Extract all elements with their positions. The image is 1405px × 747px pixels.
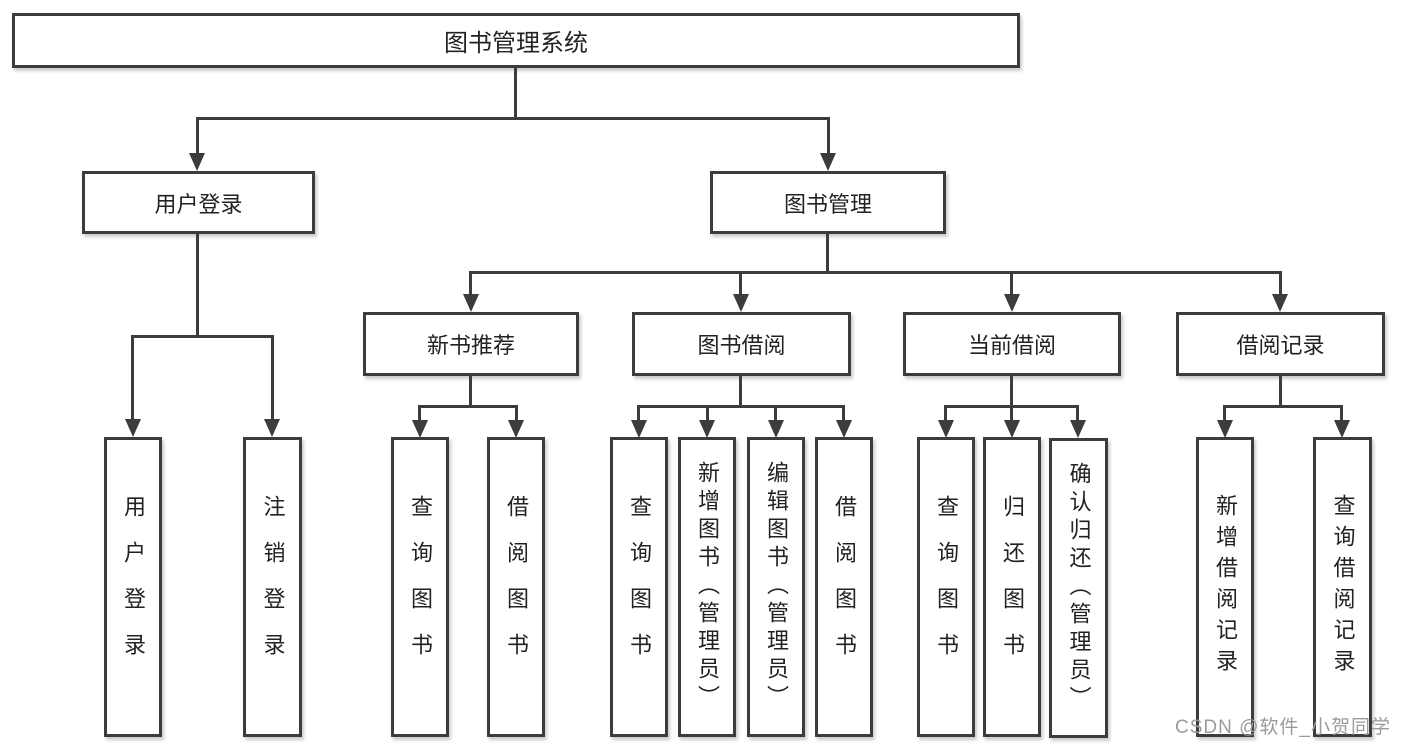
- node-logout-action: 注销登录: [243, 437, 302, 737]
- arrow-down-icon: [733, 294, 749, 312]
- arrow-down-icon: [125, 419, 141, 437]
- connector-line: [739, 271, 742, 295]
- connector-line: [469, 271, 472, 295]
- connector-line: [514, 68, 517, 120]
- arrow-down-icon: [508, 420, 524, 438]
- connector-line: [131, 335, 274, 338]
- connector-line: [418, 405, 421, 421]
- connector-line: [271, 335, 274, 420]
- connector-line: [944, 405, 947, 421]
- connector-line: [1279, 376, 1282, 407]
- arrow-down-icon: [1070, 420, 1086, 438]
- arrow-down-icon: [768, 420, 784, 438]
- csdn-watermark: CSDN @软件_小贺同学: [1175, 717, 1391, 738]
- connector-line: [1223, 405, 1226, 421]
- arrow-down-icon: [836, 420, 852, 438]
- connector-line: [469, 376, 472, 407]
- arrow-down-icon: [820, 153, 836, 171]
- connector-line: [1223, 405, 1343, 408]
- node-new-book-recommend: 新书推荐: [363, 312, 579, 376]
- node-user-login: 用户登录: [82, 171, 315, 234]
- connector-line: [1279, 271, 1282, 295]
- arrow-down-icon: [189, 153, 205, 171]
- node-borrow-records: 借阅记录: [1176, 312, 1385, 376]
- connector-line: [515, 405, 518, 421]
- connector-line: [196, 117, 830, 120]
- connector-line: [196, 117, 199, 155]
- arrow-down-icon: [463, 294, 479, 312]
- node-root: 图书管理系统: [12, 13, 1020, 68]
- connector-line: [637, 405, 640, 421]
- connector-line: [706, 405, 709, 421]
- arrow-down-icon: [1004, 294, 1020, 312]
- connector-line: [469, 271, 1282, 274]
- arrow-down-icon: [938, 420, 954, 438]
- connector-line: [196, 234, 199, 337]
- arrow-down-icon: [1217, 420, 1233, 438]
- node-current-return-books: 归还图书: [983, 437, 1041, 737]
- connector-line: [418, 405, 518, 408]
- connector-line: [637, 405, 845, 408]
- arrow-down-icon: [264, 419, 280, 437]
- node-borrow-add-books-admin: 新增图书（管理员）: [678, 437, 736, 737]
- node-user-login-action: 用户登录: [104, 437, 162, 737]
- arrow-down-icon: [1004, 420, 1020, 438]
- arrow-down-icon: [699, 420, 715, 438]
- connector-line: [774, 405, 777, 421]
- connector-line: [1010, 271, 1013, 295]
- node-records-add-record: 新增借阅记录: [1196, 437, 1254, 737]
- connector-line: [826, 234, 829, 273]
- node-book-borrow: 图书借阅: [632, 312, 851, 376]
- connector-line: [1340, 405, 1343, 421]
- node-borrow-edit-books-admin: 编辑图书（管理员）: [747, 437, 805, 737]
- arrow-down-icon: [1272, 294, 1288, 312]
- node-current-borrow: 当前借阅: [903, 312, 1121, 376]
- connector-line: [1010, 376, 1013, 407]
- connector-line: [1010, 405, 1013, 421]
- node-current-confirm-return-admin: 确认归还（管理员）: [1049, 438, 1108, 738]
- node-book-management: 图书管理: [710, 171, 946, 234]
- connector-line: [1076, 405, 1079, 421]
- node-records-query-record: 查询借阅记录: [1313, 437, 1372, 737]
- node-borrow-query-books: 查询图书: [610, 437, 668, 737]
- node-newbook-query-books: 查询图书: [391, 437, 449, 737]
- arrow-down-icon: [1334, 420, 1350, 438]
- connector-line: [739, 376, 742, 407]
- connector-line: [131, 335, 134, 420]
- connector-line: [827, 117, 830, 155]
- arrow-down-icon: [412, 420, 428, 438]
- node-current-query-books: 查询图书: [917, 437, 975, 737]
- connector-line: [842, 405, 845, 421]
- arrow-down-icon: [631, 420, 647, 438]
- node-newbook-borrow-books: 借阅图书: [487, 437, 545, 737]
- node-borrow-lend-books: 借阅图书: [815, 437, 873, 737]
